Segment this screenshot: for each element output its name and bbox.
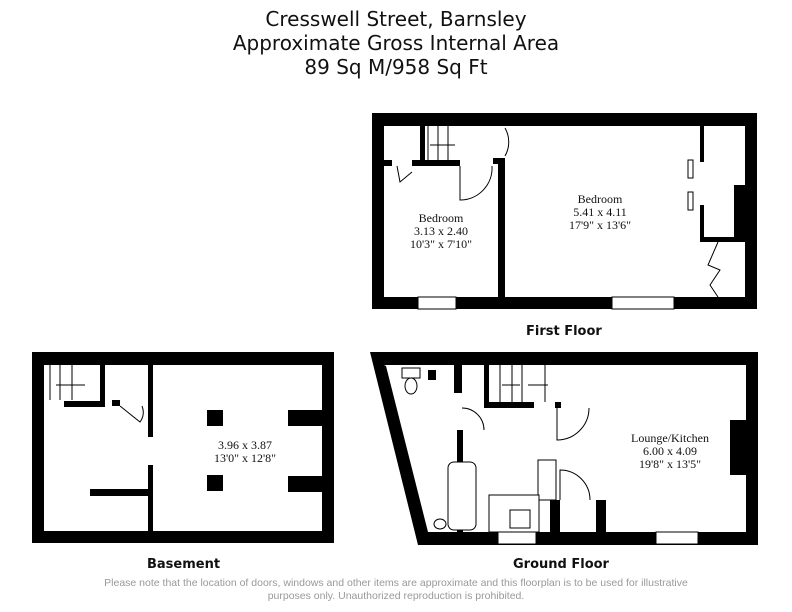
- room-size-metric: 5.41 x 4.11: [573, 205, 627, 219]
- room-size-imperial: 19'8" x 13'5": [638, 457, 702, 471]
- ground-floor-plan: [370, 352, 758, 545]
- room-basement: 3.96 x 3.87 13'0" x 12'8": [195, 439, 295, 465]
- plan-area: 89 Sq M/958 Sq Ft: [304, 55, 488, 79]
- ground-floor-label: Ground Floor: [513, 557, 609, 572]
- disclaimer-line-2: purposes only. Unauthorized reproduction…: [267, 590, 525, 602]
- room-size-metric: 6.00 x 4.09: [643, 444, 697, 458]
- first-floor-label: First Floor: [526, 324, 602, 339]
- room-size-metric: 3.96 x 3.87: [218, 438, 272, 452]
- plan-subtitle: Approximate Gross Internal Area: [232, 31, 560, 55]
- room-name: Bedroom: [577, 192, 623, 206]
- basement-label: Basement: [147, 557, 221, 572]
- room-name: Bedroom: [418, 211, 464, 225]
- disclaimer-line-1: Please note that the location of doors, …: [104, 577, 688, 589]
- room-size-imperial: 17'9" x 13'6": [568, 218, 632, 232]
- room-lounge-kitchen: Lounge/Kitchen 6.00 x 4.09 19'8" x 13'5": [620, 432, 720, 471]
- room-bedroom-1: Bedroom 5.41 x 4.11 17'9" x 13'6": [560, 193, 640, 232]
- room-size-imperial: 10'3" x 7'10": [409, 237, 473, 251]
- room-name: Lounge/Kitchen: [631, 431, 709, 445]
- room-size-imperial: 13'0" x 12'8": [213, 451, 277, 465]
- room-size-metric: 3.13 x 2.40: [414, 224, 468, 238]
- disclaimer: Please note that the location of doors, …: [0, 577, 792, 603]
- basement-plan: [32, 352, 334, 543]
- plan-title: Cresswell Street, Barnsley: [265, 7, 527, 31]
- first-floor-plan: [372, 113, 757, 310]
- room-bedroom-2: Bedroom 3.13 x 2.40 10'3" x 7'10": [401, 212, 481, 251]
